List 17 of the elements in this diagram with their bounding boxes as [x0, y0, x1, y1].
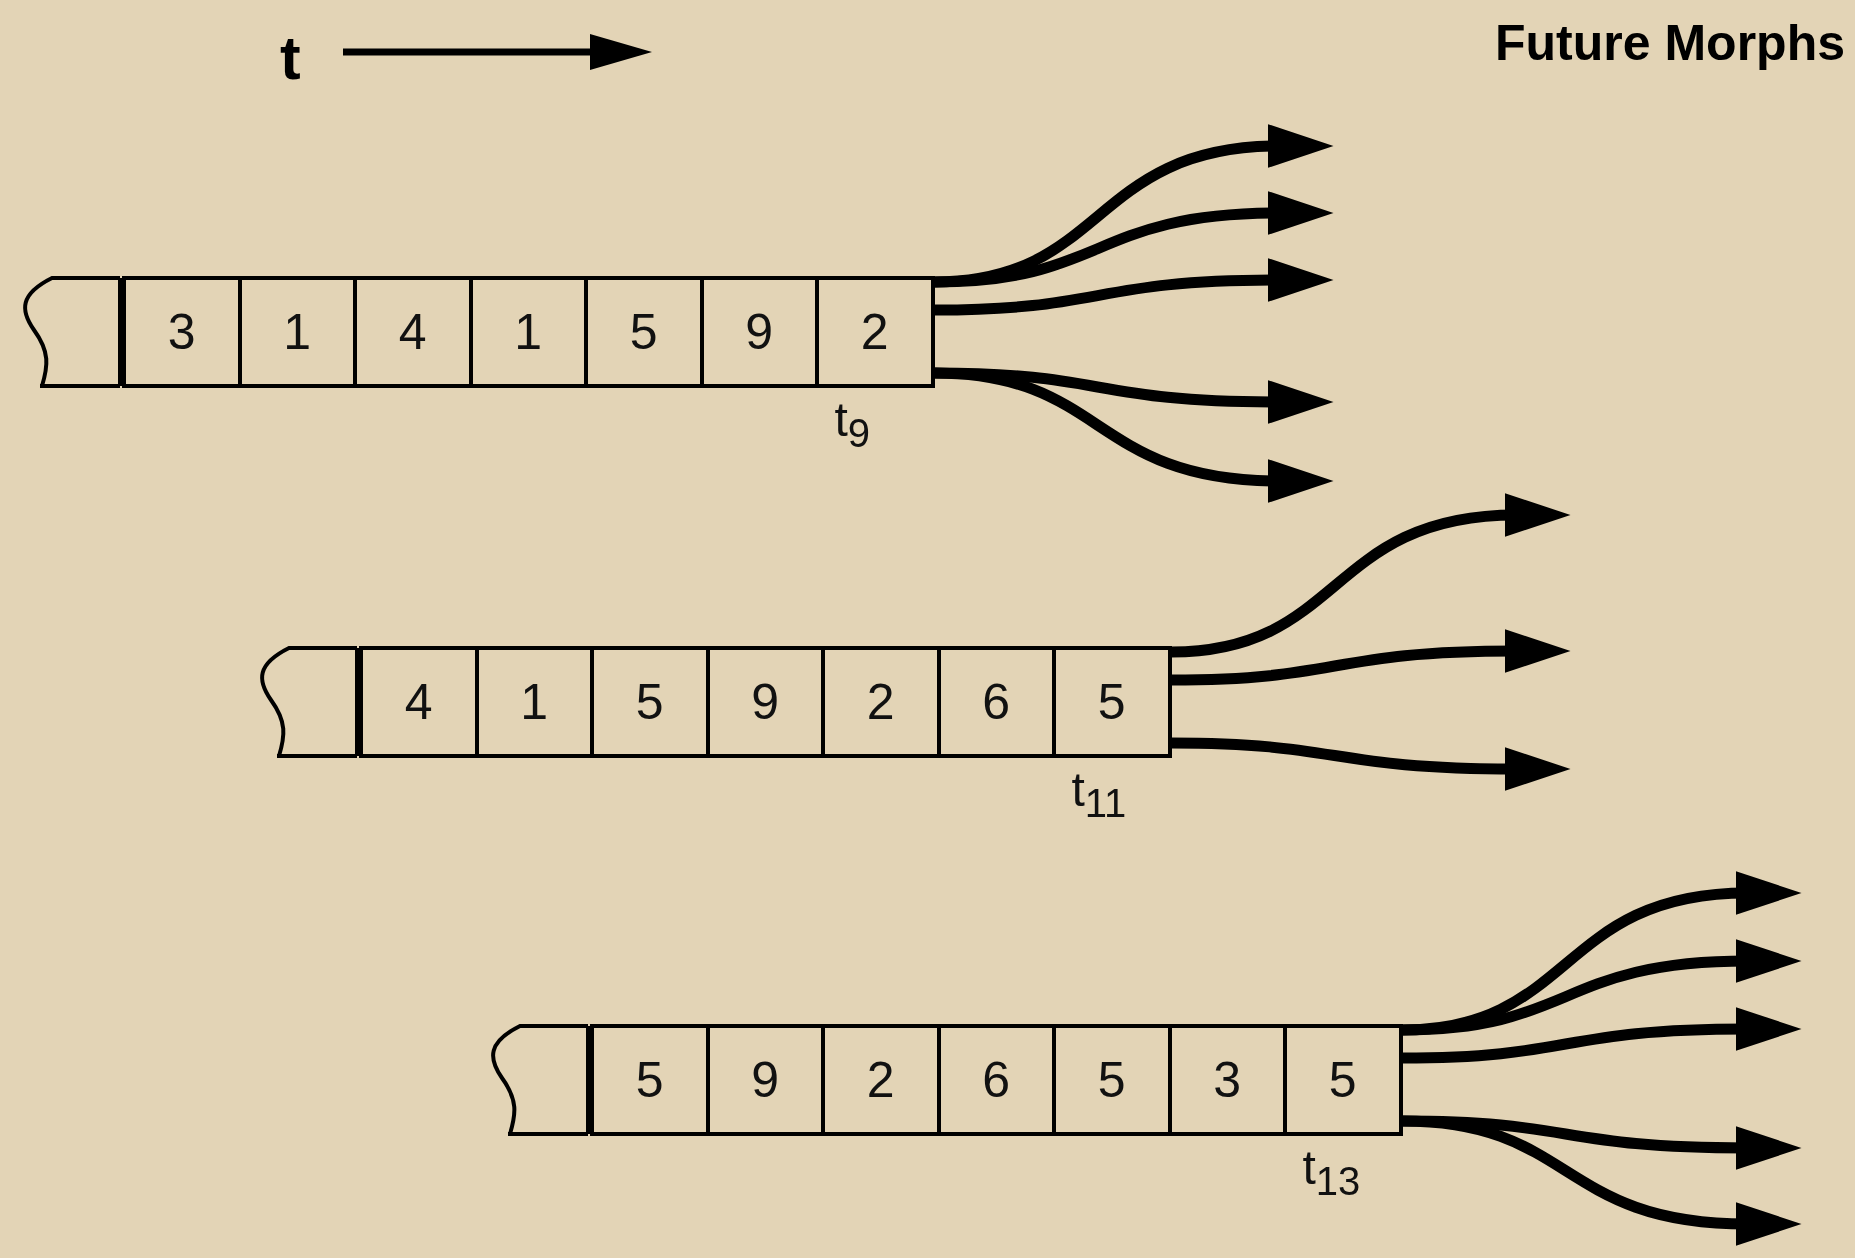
time-step-label: t$_{9}$	[834, 392, 871, 456]
time-step-label: t$_{11}$	[1071, 762, 1127, 826]
branch-arrow	[1402, 939, 1802, 1036]
time-label: t	[280, 22, 301, 93]
branch-arrow	[1402, 1007, 1802, 1064]
title: Future Morphs	[1495, 14, 1845, 72]
torn-tape-end	[257, 646, 359, 758]
time-step-label: t$_{13}$	[1302, 1140, 1361, 1204]
branch-arrow	[934, 367, 1334, 503]
branch-arrow	[934, 191, 1334, 288]
branch-arrow	[1402, 1115, 1802, 1246]
branch-arrow	[1171, 737, 1571, 791]
torn-tape-end	[20, 276, 122, 388]
branch-arrow	[1171, 629, 1571, 686]
branch-arrow	[934, 258, 1334, 316]
torn-tape-end	[488, 1024, 590, 1136]
branch-arrow	[1171, 493, 1571, 658]
